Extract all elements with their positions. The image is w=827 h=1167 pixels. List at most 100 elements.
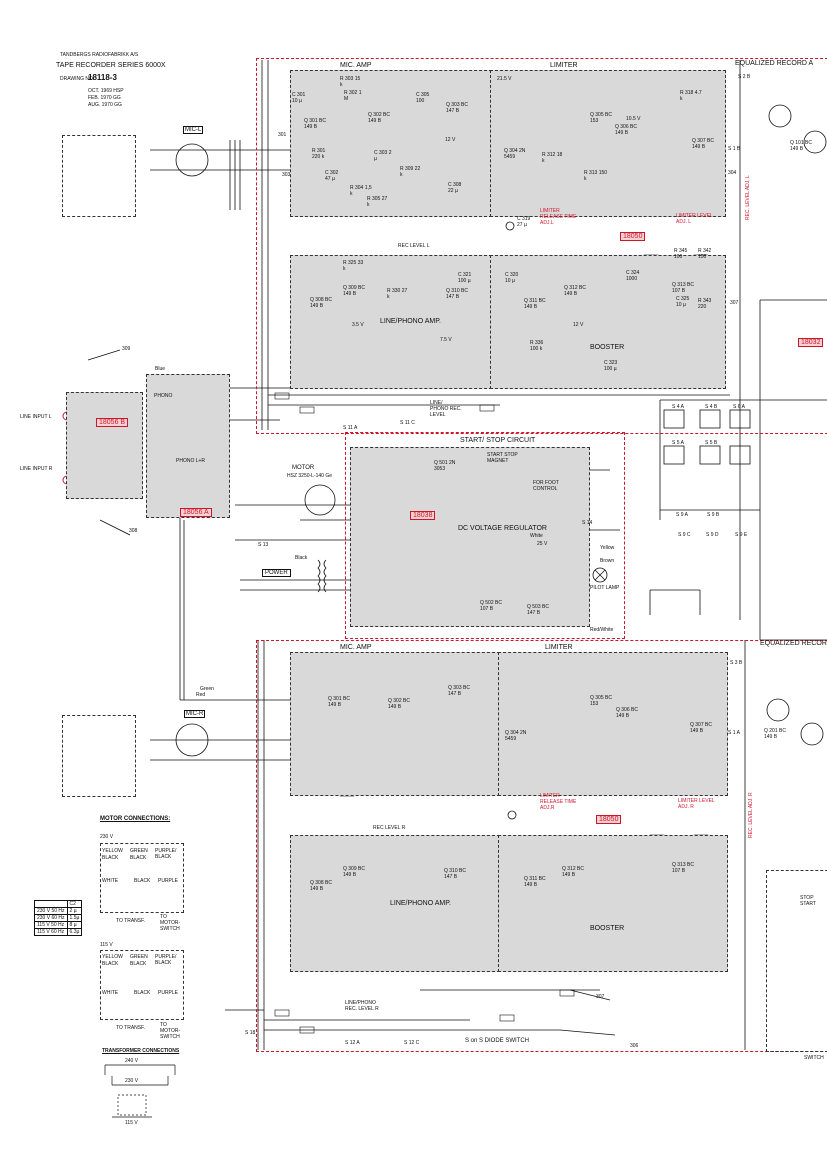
revision-1: OCT. 1969 HSP: [88, 88, 124, 94]
start-stop-magnet: START STOP MAGNET: [487, 452, 518, 464]
stop-start-box: [766, 870, 827, 1052]
q502: Q 502 BC 107 B: [480, 600, 502, 612]
q305-bot: Q 305 BC 153: [590, 695, 612, 707]
voltage-21-5v-top: 21.5 V: [497, 76, 512, 82]
q303-top: Q 303 BC 147 B: [446, 102, 468, 114]
r301: R 301 220 k: [312, 148, 326, 160]
revision-2: FEB. 1970 GG: [88, 95, 121, 101]
pin-301: 301: [278, 132, 287, 138]
r313: R 313 150 k: [584, 170, 608, 182]
booster-label-bot: BOOSTER: [590, 925, 625, 932]
booster-label-top: BOOSTER: [590, 344, 625, 351]
wire-purple-black-115: PURPLE/ BLACK: [155, 954, 177, 966]
board-18050-top: 18050: [620, 232, 646, 241]
c323: C 323 100 µ: [604, 360, 618, 372]
r345: R 345 100: [674, 248, 688, 260]
q311-top: Q 311 BC 149 B: [524, 298, 546, 310]
rec-level-adj-l: REC. LEVEL ADJ. L: [745, 175, 751, 220]
q307-top: Q 307 BC 149 B: [692, 138, 714, 150]
net-white: White: [530, 533, 543, 539]
q310-top: Q 310 BC 147 B: [446, 288, 468, 300]
line-phono-board-top: [290, 255, 492, 389]
net-yellow: Yellow: [600, 545, 615, 551]
q201-bot: Q 201 BC 149 B: [764, 728, 786, 740]
lower-amplifier-border: [256, 640, 827, 1052]
limiter-label-top: LIMITER: [550, 62, 578, 69]
q306-bot: Q 306 BC 149 B: [616, 707, 638, 719]
power-border: [345, 432, 625, 639]
table-cell: 230 V 50 Hz: [34, 907, 68, 915]
r342: R 342 150: [698, 248, 712, 260]
table-cell: 115 V 50 Hz: [34, 921, 68, 929]
limiter-release-r: LIMITER RELEASE TIME ADJ.R: [540, 793, 577, 811]
line-input-r: LINE INPUT R: [20, 466, 53, 472]
r325: R 325 33 k: [343, 260, 364, 272]
to-transf-230: TO TRANSF.: [116, 918, 145, 924]
c302: C 302 47 µ: [325, 170, 339, 182]
q101-top: Q 101 BC 149 B: [790, 140, 812, 152]
line-phono-rec-r: LINE/PHONO REC. LEVEL R: [345, 1000, 379, 1012]
switch-s9a: S 9 A: [676, 512, 688, 518]
product-title: TAPE RECORDER SERIES 6000X: [56, 62, 166, 69]
net-black: Black: [295, 555, 308, 561]
phono-board: [146, 374, 230, 518]
c321: C 321 100 µ: [458, 272, 472, 284]
motor-230v: 230 V: [100, 834, 114, 840]
net-brown: Brown: [600, 558, 615, 564]
q313-bot: Q 313 BC 107 B: [672, 862, 694, 874]
switch-s18: S 18: [245, 1030, 256, 1036]
phono-lr-label: PHONO L+R: [176, 458, 206, 464]
q304-bot: Q 304 2N 5459: [505, 730, 527, 742]
upper-amplifier-border: [256, 58, 827, 434]
eq-record-label-top: EQUALIZED RECORD A: [735, 60, 814, 67]
switch-s1a: S 1 A: [728, 730, 740, 736]
pin-304: 304: [728, 170, 737, 176]
r302: R 302 1 M: [344, 90, 362, 102]
switch-s14: S 14: [582, 520, 593, 526]
q307-bot: Q 307 BC 149 B: [690, 722, 712, 734]
table-cell: 1.5µ: [66, 914, 83, 922]
wire-green-230: GREEN: [130, 848, 148, 854]
pin-d: 309: [122, 346, 131, 352]
switch-s3b: S 3 B: [730, 660, 743, 666]
limiter-level-r: LIMITER LEVEL ADJ. R: [678, 798, 715, 810]
booster-board-bot: [498, 835, 728, 972]
mic-r-label: MIC-R: [184, 710, 206, 718]
switch-s11a: S 11 A: [343, 425, 358, 431]
wire-black2-230: BLACK: [130, 855, 147, 861]
wire-black-115: BLACK: [102, 961, 119, 967]
wire-purple-230: PURPLE: [158, 878, 179, 884]
switch-s11c: S 11 C: [400, 420, 415, 426]
r343: R 343 220: [698, 298, 712, 310]
c324: C 324 1000: [626, 270, 640, 282]
diode-switch-label: S on S DIODE SWITCH: [465, 1038, 530, 1044]
pilot-lamp: PILOT LAMP: [590, 585, 620, 591]
r318: R 318 4.7 k: [680, 90, 702, 102]
limiter-board-top: [490, 70, 726, 217]
q306-top: Q 306 BC 149 B: [615, 124, 637, 136]
motor-spec: HSZ 3250-L-140 Ge: [287, 473, 333, 479]
switch-s4a: S 4 A: [672, 404, 684, 410]
q310-bot: Q 310 BC 147 B: [444, 868, 466, 880]
q312-top: Q 312 BC 149 B: [564, 285, 586, 297]
c308: C 308 22 µ: [448, 182, 462, 194]
wire-white-230: WHITE: [102, 878, 119, 884]
q309-bot: Q 309 BC 149 B: [343, 866, 365, 878]
r330: R 330 27 k: [387, 288, 408, 300]
transformer-connections-title: TRANSFORMER CONNECTIONS: [102, 1048, 180, 1054]
q308-top: Q 308 BC 149 B: [310, 297, 332, 309]
line-phono-board-bot: [290, 835, 500, 972]
switch-s12c: S 12 C: [404, 1040, 420, 1046]
motor-230-box: [100, 843, 184, 913]
net-red-white: Red/White: [590, 627, 614, 633]
motor-115-box: [100, 950, 184, 1020]
c303: C 303 2 µ: [374, 150, 392, 162]
line-phono-label-bot: LINE/PHONO AMP.: [390, 900, 451, 907]
revision-3: AUG. 1970 GG: [88, 102, 122, 108]
voltage-25v: 25 V: [537, 541, 548, 547]
motor-label: MOTOR: [292, 465, 315, 471]
wire-black2-115: BLACK: [130, 961, 147, 967]
switch-label: SWITCH: [804, 1055, 824, 1061]
